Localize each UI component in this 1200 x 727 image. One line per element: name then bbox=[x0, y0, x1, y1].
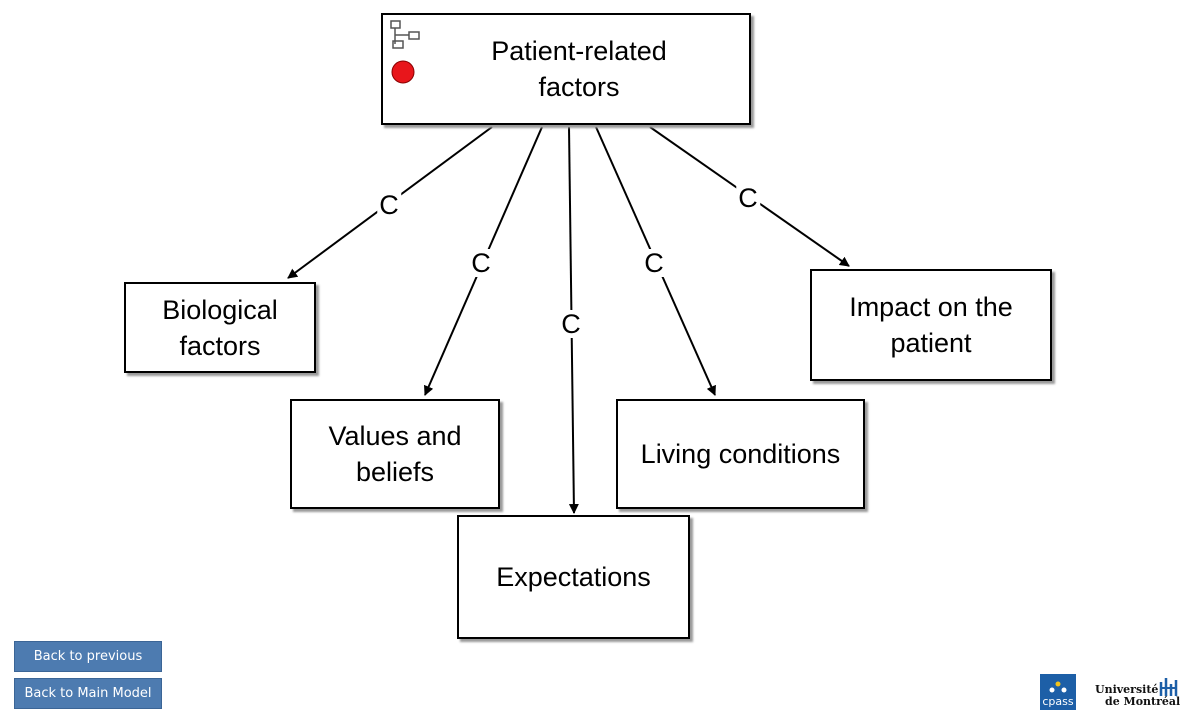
node-label: Values and beliefs bbox=[328, 421, 462, 487]
back-to-previous-button[interactable]: Back to previous bbox=[14, 641, 162, 672]
edge-label-values: C bbox=[469, 248, 493, 278]
node-label: Patient-related factors bbox=[491, 36, 667, 102]
um-logo-line2: de Montréal bbox=[1105, 695, 1181, 708]
node-living-conditions[interactable]: Living conditions bbox=[616, 399, 865, 509]
node-expectations[interactable]: Expectations bbox=[457, 515, 690, 639]
node-label: Expectations bbox=[496, 562, 651, 592]
edge-label-bio: C bbox=[377, 190, 401, 220]
cpass-dots-icon bbox=[1049, 681, 1067, 693]
cpass-logo: cpass bbox=[1040, 674, 1076, 710]
edge-label-impact: C bbox=[736, 183, 760, 213]
um-crest-icon bbox=[1159, 678, 1178, 696]
status-dot-icon bbox=[391, 60, 415, 84]
node-impact-on-patient[interactable]: Impact on the patient bbox=[810, 269, 1052, 381]
edge-label-expect: C bbox=[559, 309, 583, 339]
node-values-and-beliefs[interactable]: Values and beliefs bbox=[290, 399, 500, 509]
node-biological-factors[interactable]: Biological factors bbox=[124, 282, 316, 373]
edge-label-living: C bbox=[642, 248, 666, 278]
cpass-logo-text: cpass bbox=[1042, 695, 1074, 708]
universite-de-montreal-logo: Université de Montréal bbox=[1093, 674, 1183, 710]
hierarchy-icon bbox=[390, 20, 420, 49]
node-patient-related-factors[interactable]: Patient-related factors bbox=[381, 13, 751, 125]
node-label: Impact on the patient bbox=[849, 292, 1013, 358]
node-label: Biological factors bbox=[162, 294, 278, 361]
back-to-main-model-button[interactable]: Back to Main Model bbox=[14, 678, 162, 709]
um-logo-line1: Université bbox=[1095, 683, 1159, 696]
node-label: Living conditions bbox=[640, 439, 841, 469]
